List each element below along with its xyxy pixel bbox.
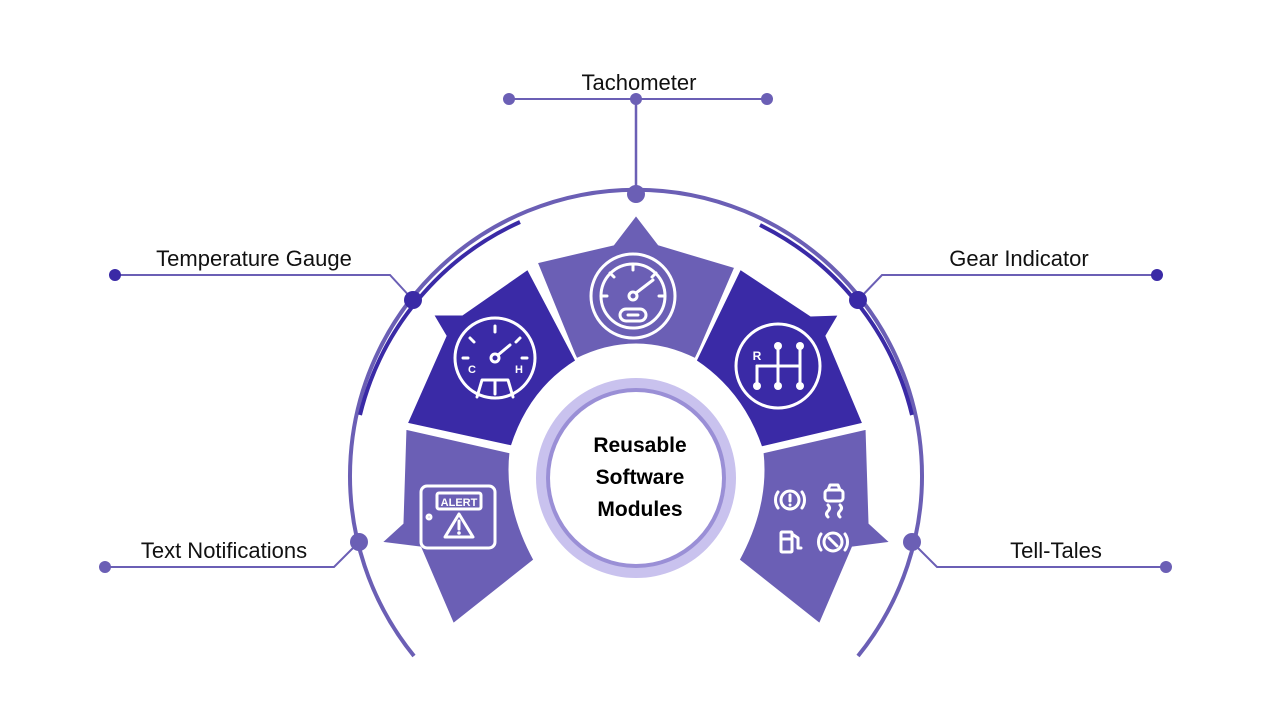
- fuel-pump-icon: [779, 530, 803, 554]
- temperature-gauge-icon: C H: [453, 316, 537, 400]
- alert-icon-label: ALERT: [441, 497, 478, 509]
- label-tachometer: Tachometer: [582, 70, 697, 95]
- center-title-line-3: Modules: [597, 498, 682, 521]
- steering-warning-icon: [816, 531, 850, 553]
- gear-shift-icon: R: [734, 322, 822, 410]
- center-title-line-2: Software: [596, 466, 685, 489]
- brake-warning-icon: [773, 489, 807, 511]
- connector-gear-indicator: [849, 269, 1163, 309]
- segment-tachometer: [533, 211, 739, 363]
- tell-tale-icons: [773, 483, 850, 554]
- label-temperature-gauge: Temperature Gauge: [156, 246, 352, 271]
- tachometer-icon: [589, 252, 677, 340]
- gear-reverse-label: R: [753, 349, 762, 363]
- center-title-line-1: Reusable: [593, 434, 686, 457]
- label-tell-tales: Tell-Tales: [1010, 538, 1102, 563]
- connector-temperature-gauge: [109, 269, 422, 309]
- connector-tell-tales: [903, 533, 1172, 573]
- temperature-cold-label: C: [468, 364, 476, 376]
- alert-icon: ALERT: [419, 484, 497, 550]
- traction-control-icon: [823, 483, 845, 519]
- label-text-notifications: Text Notifications: [141, 538, 307, 563]
- connector-tachometer: [503, 93, 773, 203]
- temperature-hot-label: H: [515, 364, 523, 376]
- label-gear-indicator: Gear Indicator: [949, 246, 1088, 271]
- segment-tell-tales: [736, 426, 896, 628]
- center-circle: [550, 392, 722, 564]
- connector-text-notifications: [99, 533, 368, 573]
